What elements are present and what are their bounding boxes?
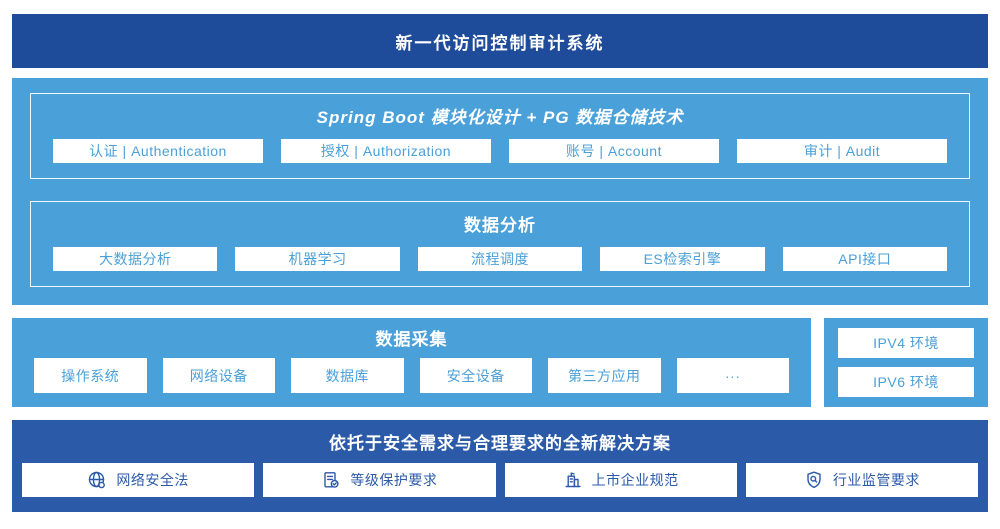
item-ipv6: IPV6 环境 bbox=[838, 367, 974, 397]
item-cybersecurity-law-label: 网络安全法 bbox=[116, 472, 189, 488]
item-bigdata: 大数据分析 bbox=[53, 247, 218, 271]
shield-search-icon bbox=[807, 471, 821, 488]
item-listed-company: 上市企业规范 bbox=[504, 463, 737, 497]
section-data-analysis-items: 大数据分析 机器学习 流程调度 ES检索引擎 API接口 bbox=[53, 247, 948, 271]
platform-panel: Spring Boot 模块化设计 + PG 数据仓储技术 认证 | Authe… bbox=[12, 78, 988, 305]
item-ipv4: IPV4 环境 bbox=[838, 328, 974, 358]
item-authentication: 认证 | Authentication bbox=[53, 139, 263, 163]
document-check-icon bbox=[324, 472, 339, 488]
solution-items: 网络安全法 等级保护要求 bbox=[22, 463, 978, 497]
collection-items: 操作系统 网络设备 数据库 安全设备 第三方应用 ··· bbox=[34, 358, 789, 393]
item-classified-protection: 等级保护要求 bbox=[263, 463, 496, 497]
section-data-analysis-title: 数据分析 bbox=[464, 216, 536, 235]
item-cybersecurity-law: 网络安全法 bbox=[22, 463, 255, 497]
item-listed-company-label: 上市企业规范 bbox=[591, 472, 679, 488]
item-audit: 审计 | Audit bbox=[737, 139, 947, 163]
section-springboot-title: Spring Boot 模块化设计 + PG 数据仓储技术 bbox=[316, 108, 684, 127]
collection-row: 数据采集 操作系统 网络设备 数据库 安全设备 第三方应用 ··· IPV4 环… bbox=[12, 318, 988, 407]
header-bar: 新一代访问控制审计系统 bbox=[12, 14, 988, 68]
item-thirdparty-app: 第三方应用 bbox=[548, 358, 661, 393]
globe-icon bbox=[89, 471, 106, 489]
item-ellipsis: ··· bbox=[676, 358, 789, 393]
collection-panel: 数据采集 操作系统 网络设备 数据库 安全设备 第三方应用 ··· bbox=[12, 318, 811, 407]
item-industry-regulation: 行业监管要求 bbox=[745, 463, 978, 497]
section-springboot-items: 认证 | Authentication 授权 | Authorization 账… bbox=[53, 139, 947, 163]
building-icon bbox=[565, 472, 581, 488]
item-api: API接口 bbox=[782, 247, 948, 271]
solution-panel: 依托于安全需求与合理要求的全新解决方案 网络安全法 bbox=[12, 420, 988, 512]
item-database: 数据库 bbox=[291, 358, 404, 393]
item-es: ES检索引擎 bbox=[600, 247, 765, 271]
section-springboot: Spring Boot 模块化设计 + PG 数据仓储技术 认证 | Authe… bbox=[30, 93, 970, 179]
item-security-device: 安全设备 bbox=[419, 358, 532, 393]
collection-title: 数据采集 bbox=[375, 330, 448, 349]
env-panel: IPV4 环境 IPV6 环境 bbox=[824, 318, 988, 407]
item-industry-regulation-label: 行业监管要求 bbox=[832, 472, 920, 488]
item-classified-protection-label: 等级保护要求 bbox=[350, 472, 438, 488]
item-authorization: 授权 | Authorization bbox=[281, 139, 491, 163]
item-workflow: 流程调度 bbox=[417, 247, 583, 271]
solution-title: 依托于安全需求与合理要求的全新解决方案 bbox=[329, 434, 671, 453]
item-network-device: 网络设备 bbox=[162, 358, 275, 393]
item-ml: 机器学习 bbox=[235, 247, 400, 271]
item-os: 操作系统 bbox=[34, 358, 147, 393]
item-account: 账号 | Account bbox=[509, 139, 719, 163]
section-data-analysis: 数据分析 大数据分析 机器学习 流程调度 ES检索引擎 API接口 bbox=[30, 201, 970, 287]
page-title: 新一代访问控制审计系统 bbox=[395, 33, 605, 53]
